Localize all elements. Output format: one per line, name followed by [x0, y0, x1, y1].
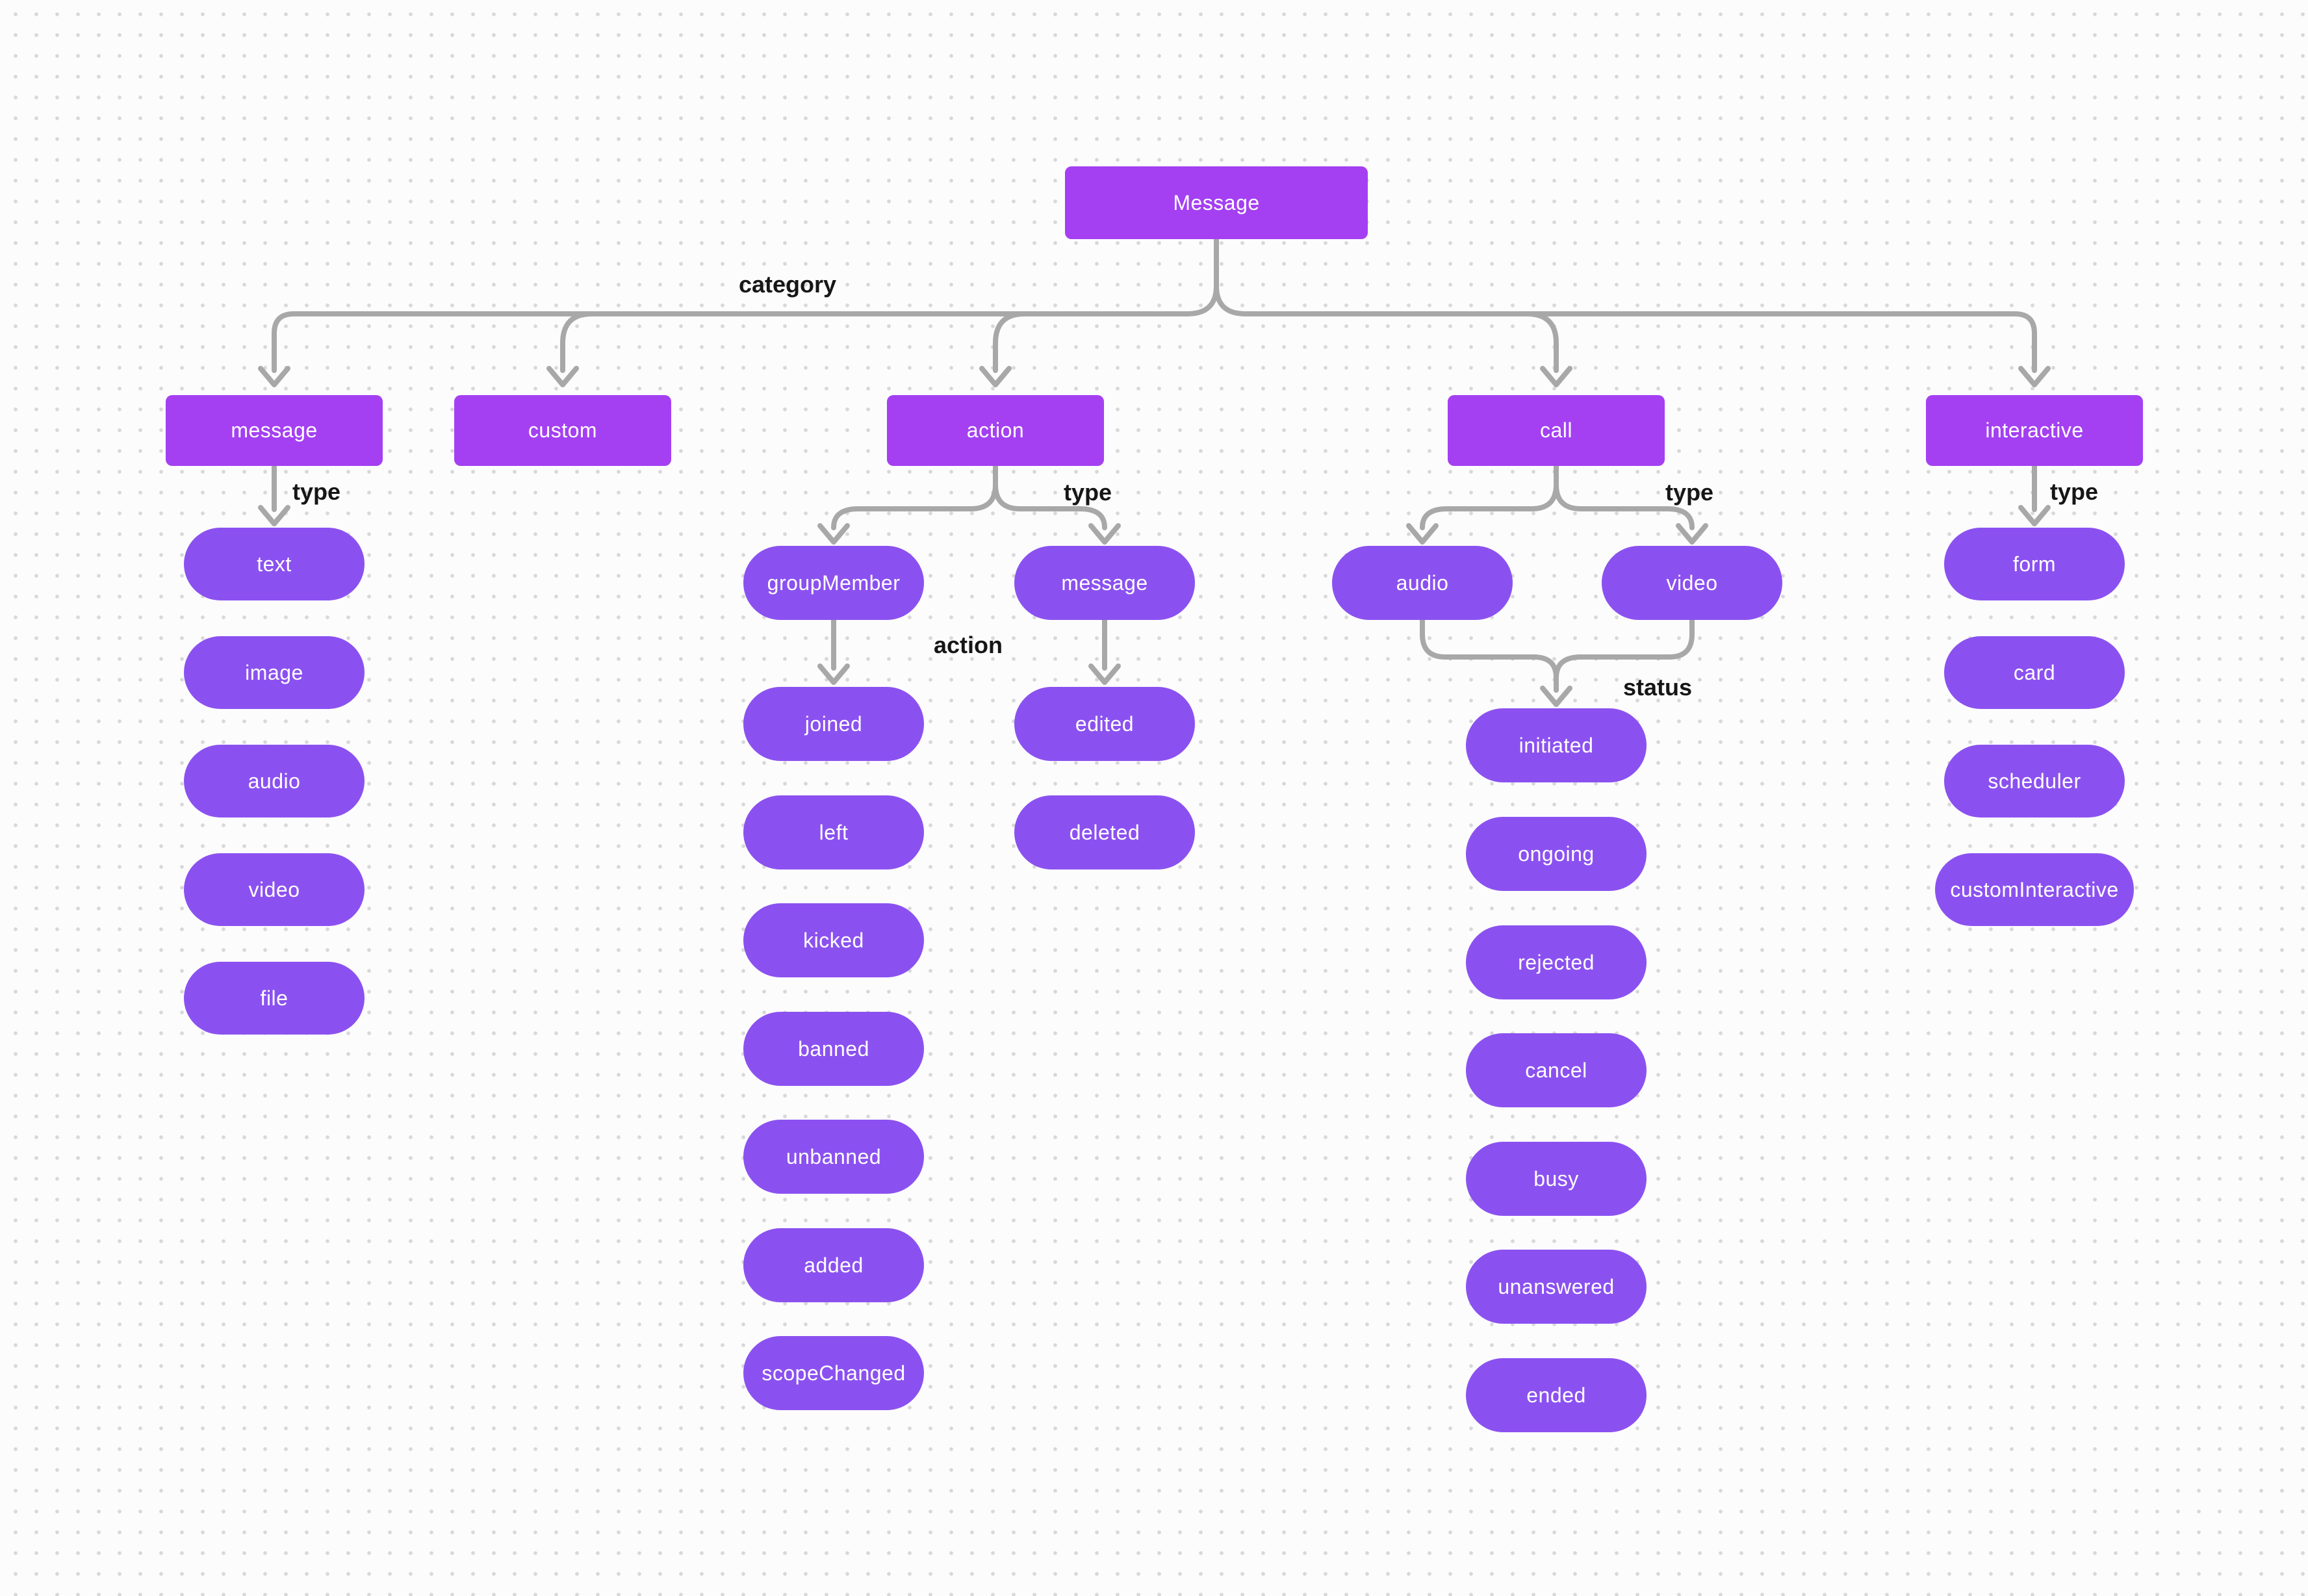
- node-type-card[interactable]: card: [1944, 636, 2125, 709]
- node-type-audio-msg[interactable]: audio: [184, 745, 365, 817]
- edge-label-type-call: type: [1665, 479, 1714, 506]
- arrowhead-icon: [1540, 366, 1572, 387]
- arrowhead-icon: [1540, 686, 1572, 707]
- edge-label-type-action: type: [1063, 479, 1112, 506]
- node-type-file[interactable]: file: [184, 962, 365, 1035]
- arrowhead-icon: [1676, 523, 1708, 545]
- connector-line: [993, 482, 1107, 530]
- node-type-custom-interactive[interactable]: customInteractive: [1935, 853, 2134, 926]
- arrowhead-icon: [2018, 366, 2051, 387]
- node-action-kicked[interactable]: kicked: [743, 903, 924, 977]
- arrowhead-icon: [258, 366, 290, 387]
- node-status-unanswered[interactable]: unanswered: [1466, 1250, 1647, 1324]
- arrowhead-icon: [258, 505, 290, 526]
- node-action-left[interactable]: left: [743, 795, 924, 869]
- node-status-cancel[interactable]: cancel: [1466, 1033, 1647, 1107]
- edge-label-status: status: [1622, 674, 1693, 701]
- node-category-custom[interactable]: custom: [454, 395, 671, 466]
- arrowhead-icon: [1406, 523, 1439, 545]
- edge-label-category: category: [738, 271, 837, 298]
- node-category-action[interactable]: action: [887, 395, 1104, 466]
- connector-line: [1554, 482, 1695, 530]
- node-category-call[interactable]: call: [1448, 395, 1665, 466]
- edge-label-type-message: type: [292, 478, 341, 505]
- arrowhead-icon: [817, 523, 850, 545]
- arrowhead-icon: [546, 366, 579, 387]
- arrowhead-icon: [979, 366, 1012, 387]
- node-type-audio-call[interactable]: audio: [1332, 546, 1513, 620]
- arrowhead-icon: [2018, 505, 2051, 526]
- node-type-group-member[interactable]: groupMember: [743, 546, 924, 620]
- node-type-text[interactable]: text: [184, 528, 365, 600]
- node-status-busy[interactable]: busy: [1466, 1142, 1647, 1216]
- node-type-form[interactable]: form: [1944, 528, 2125, 600]
- node-type-message-action[interactable]: message: [1014, 546, 1195, 620]
- node-status-initiated[interactable]: initiated: [1466, 708, 1647, 782]
- node-type-scheduler[interactable]: scheduler: [1944, 745, 2125, 817]
- connector-line: [831, 463, 998, 530]
- connector-line: [1524, 311, 1559, 373]
- node-status-ended[interactable]: ended: [1466, 1358, 1647, 1432]
- node-action-scope-changed[interactable]: scopeChanged: [743, 1336, 924, 1410]
- connector-line: [1420, 463, 1559, 530]
- edge-label-type-interactive: type: [2049, 478, 2099, 505]
- node-type-image[interactable]: image: [184, 636, 365, 709]
- arrowhead-icon: [1088, 663, 1121, 685]
- connector-line: [993, 311, 1027, 373]
- node-action-deleted[interactable]: deleted: [1014, 795, 1195, 869]
- node-type-video-call[interactable]: video: [1602, 546, 1782, 620]
- node-action-joined[interactable]: joined: [743, 687, 924, 761]
- node-message-root[interactable]: Message: [1065, 166, 1368, 239]
- arrowhead-icon: [817, 663, 850, 685]
- node-status-rejected[interactable]: rejected: [1466, 925, 1647, 999]
- arrowhead-icon: [1088, 523, 1121, 545]
- connector-line: [560, 311, 595, 373]
- node-action-edited[interactable]: edited: [1014, 687, 1195, 761]
- node-action-unbanned[interactable]: unbanned: [743, 1120, 924, 1194]
- node-status-ongoing[interactable]: ongoing: [1466, 817, 1647, 891]
- connector-line: [1214, 283, 2037, 373]
- edge-label-action: action: [933, 632, 1003, 658]
- node-action-banned[interactable]: banned: [743, 1012, 924, 1086]
- connector-line: [272, 283, 1219, 373]
- node-type-video-msg[interactable]: video: [184, 853, 365, 926]
- node-action-added[interactable]: added: [743, 1228, 924, 1302]
- connector-line: [1420, 617, 1559, 680]
- connector-line: [1554, 617, 1695, 680]
- node-category-message[interactable]: message: [166, 395, 383, 466]
- node-category-interactive[interactable]: interactive: [1926, 395, 2143, 466]
